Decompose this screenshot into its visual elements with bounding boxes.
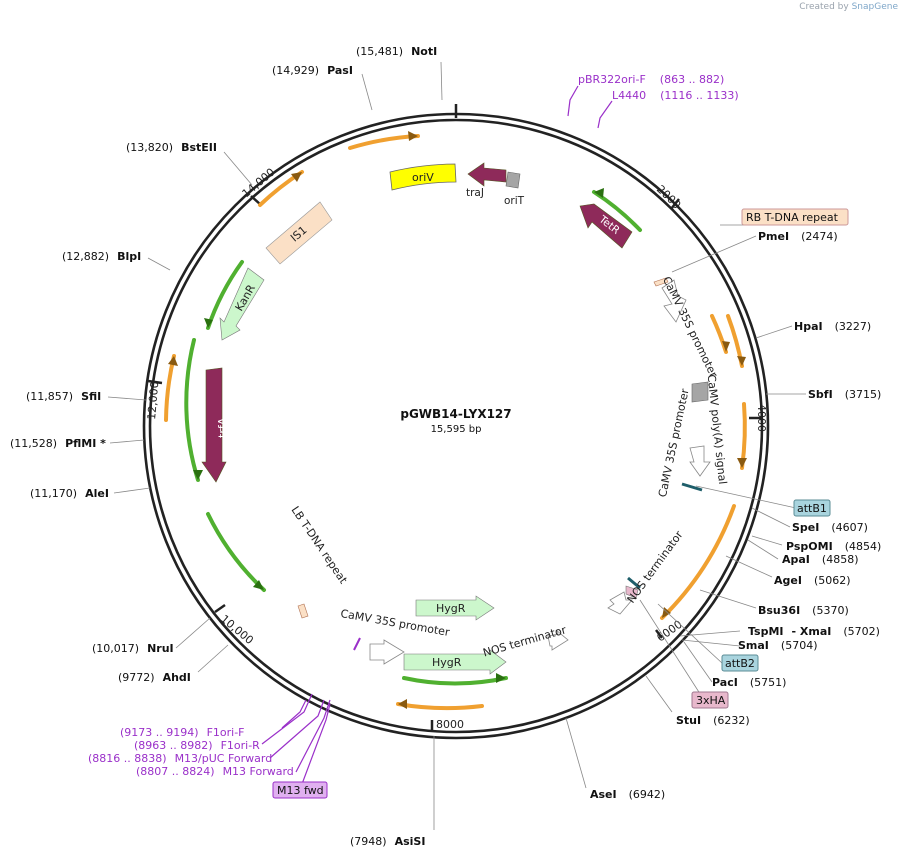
svg-text:RB T-DNA repeat: RB T-DNA repeat: [746, 211, 839, 224]
site-PflMI: (11,528)PflMI *: [10, 437, 106, 450]
feature-label-oriV: oriV: [412, 171, 434, 184]
site-TspMI-XmaI: TspMI- XmaI(5702): [748, 625, 880, 638]
feature-HygR-upper: [415, 595, 495, 621]
primer-labels: pBR322ori-F(863 .. 882) L4440(1116 .. 11…: [88, 73, 739, 778]
feature-camv-mid: [689, 445, 711, 477]
primer-F1ori-R: (8963 .. 8982)F1ori-R: [134, 739, 260, 752]
primer-M13pUC-Forward: (8816 .. 8838)M13/pUC Forward: [88, 752, 272, 765]
feature-label-traJ: traJ: [466, 187, 484, 199]
feature-label-HygR-lower: HygR: [432, 656, 462, 669]
site-lines: [107, 61, 806, 830]
feature-TetR: [579, 203, 633, 249]
svg-text:3xHA: 3xHA: [696, 694, 726, 707]
orf-arc-12000: [164, 354, 176, 422]
site-PmeI: PmeI(2474): [758, 230, 838, 243]
site-labels: (15,481)NotI (14,929)PasI (13,820)BstEII…: [10, 45, 881, 848]
box-attB1: attB1: [793, 499, 831, 517]
plasmid-length: 15,595 bp: [431, 424, 482, 435]
primer-pBR322ori-F: pBR322ori-F(863 .. 882): [578, 73, 724, 86]
site-SpeI: SpeI(4607): [792, 521, 868, 534]
feature-label-LB: LB T-DNA repeat: [288, 504, 350, 587]
feature-label-oriT: oriT: [504, 195, 525, 207]
snapgene-credit: Created by SnapGene: [799, 2, 898, 12]
site-BstEII: (13,820)BstEII: [126, 141, 217, 154]
primer-F1ori-F: (9173 .. 9194)F1ori-F: [120, 726, 245, 739]
tick-label-12000: 12,000: [145, 381, 161, 420]
orf-arc-green-top: [592, 190, 642, 232]
site-PacI: PacI(5751): [712, 676, 786, 689]
feature-3xHA: [625, 585, 639, 599]
feature-label-HygR-upper: HygR: [436, 602, 466, 615]
site-AseI: AseI(6942): [590, 788, 665, 801]
feature-label-nos-upper: NOS terminator: [625, 528, 686, 605]
feature-traJ: [467, 162, 507, 187]
site-BlpI: (12,882)BlpI: [62, 250, 141, 263]
site-PspOMI: PspOMI(4854): [786, 540, 881, 553]
feature-attB1: [681, 482, 703, 492]
box-3xHA: 3xHA: [691, 691, 729, 709]
feature-HygR-lower: [403, 649, 507, 675]
site-AgeI: AgeI(5062): [774, 574, 851, 587]
site-HpaI: HpaI(3227): [794, 320, 871, 333]
feature-attB2: [627, 576, 641, 590]
box-RB-T-DNA-repeat: RB T-DNA repeat: [741, 208, 849, 226]
feature-label-trfA: trfA: [216, 417, 229, 438]
feature-nos-lower: [547, 629, 569, 651]
site-AhdI: (9772)AhdI: [118, 671, 191, 684]
feature-IS1: [265, 201, 333, 265]
plasmid-name: pGWB14-LYX127: [400, 407, 511, 421]
site-PasI: (14,929)PasI: [272, 64, 353, 77]
orf-arc-right-1: [710, 314, 728, 354]
site-NotI: (15,481)NotI: [356, 45, 437, 58]
svg-text:M13 fwd: M13 fwd: [277, 784, 324, 797]
orf-arc-bottom: [396, 702, 484, 711]
orf-arrowheads: [168, 131, 747, 709]
site-AsiSI: (7948)AsiSI: [350, 835, 425, 848]
box-M13-fwd: M13 fwd: [272, 781, 328, 799]
site-Bsu36I: Bsu36I(5370): [758, 604, 849, 617]
feature-polyA: [691, 381, 709, 403]
primer-L4440: L4440(1116 .. 1133): [612, 89, 739, 102]
tick-label-8000: 8000: [436, 718, 464, 731]
svg-text:attB1: attB1: [797, 502, 827, 515]
site-SfiI: (11,857)SfiI: [26, 390, 101, 403]
orf-arc-top: [348, 134, 420, 150]
feature-nos-upper: [607, 591, 633, 615]
orf-arcs: [164, 134, 747, 711]
primer-marks: [261, 85, 613, 785]
backbone-inner: [148, 118, 764, 734]
site-NruI: (10,017)NruI: [92, 642, 174, 655]
boxed-labels: RB T-DNA repeat attB1 attB2 3xHA M13 fwd: [272, 208, 849, 799]
site-ApaI: ApaI(4858): [782, 553, 858, 566]
feature-KanR: [219, 267, 265, 341]
features: [201, 162, 711, 675]
feature-camv-lower: [369, 639, 405, 665]
tick-label-4000: 4000: [755, 404, 768, 432]
site-AleI: (11,170)AleI: [30, 487, 109, 500]
feature-RB: [653, 277, 669, 287]
tick-label-10000: 10,000: [218, 612, 256, 647]
site-SmaI: SmaI(5704): [738, 639, 817, 652]
orf-arc-green-lower: [206, 512, 266, 592]
feature-label-camv-mid: CaMV 35S promoter: [656, 387, 692, 498]
feature-oriV: [389, 163, 457, 191]
primer-M13-Forward: (8807 .. 8824)M13 Forward: [136, 765, 294, 778]
feature-trfA: [201, 367, 227, 483]
feature-LB: [297, 603, 309, 619]
tick-label-6000: 6000: [654, 618, 684, 645]
feature-camv-upper: [661, 279, 687, 323]
site-SbfI: SbfI(3715): [808, 388, 881, 401]
site-StuI: StuI(6232): [676, 714, 750, 727]
orf-arc-green-left: [184, 338, 200, 482]
feature-label-polyA: CaMV poly(A) signal: [705, 374, 729, 485]
orf-arc-right-4: [660, 504, 736, 620]
svg-text:attB2: attB2: [725, 657, 755, 670]
feature-oriT: [505, 171, 521, 189]
orf-arc-green-bottom: [402, 676, 508, 686]
box-attB2: attB2: [721, 654, 759, 672]
feature-label-camv-upper: CaMV 35S promoter: [660, 275, 720, 380]
